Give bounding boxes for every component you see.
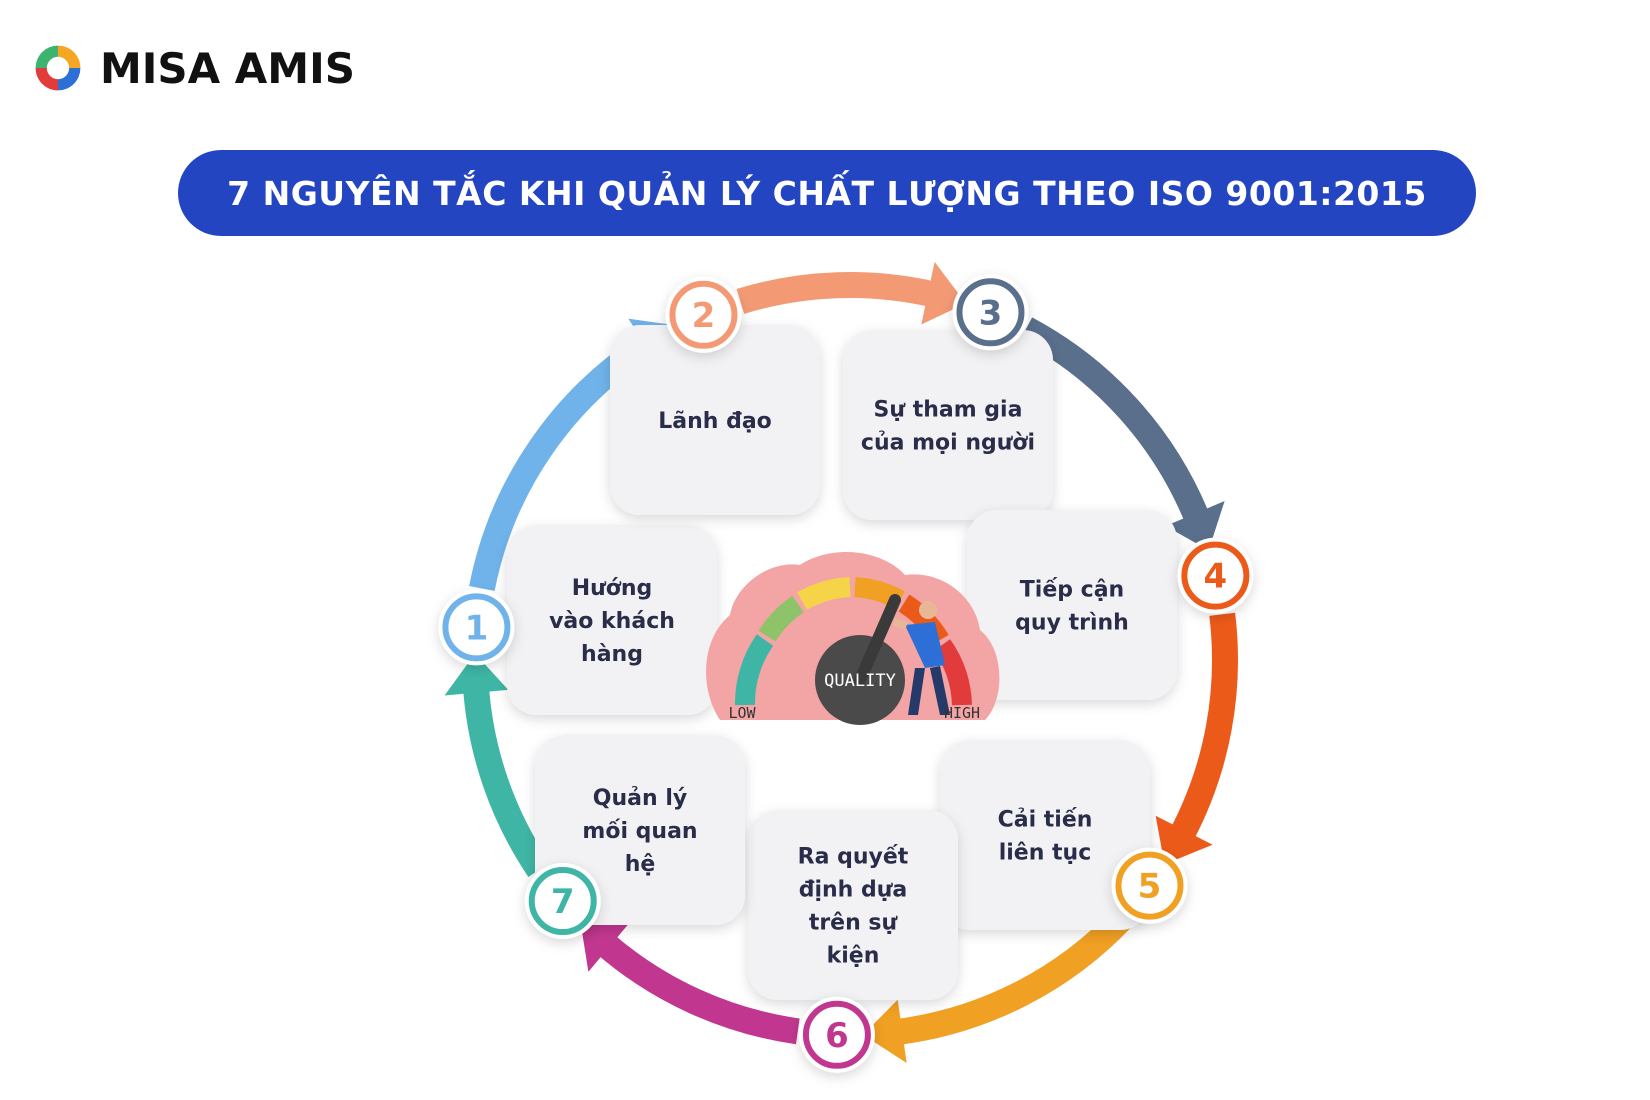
quality-label: QUALITY bbox=[824, 671, 896, 691]
principle-label-line: Hướng bbox=[572, 576, 653, 601]
ring-segment-5 bbox=[894, 906, 1134, 1046]
principle-card-5: Cải tiến liên tục bbox=[940, 740, 1150, 930]
ring-arrow-6 bbox=[580, 920, 630, 972]
number-badge-1: 1 bbox=[438, 589, 515, 666]
number-badge-2: 2 bbox=[665, 276, 742, 353]
badge-ring bbox=[669, 280, 738, 349]
principle-label-line: Sự tham gia bbox=[874, 398, 1023, 423]
principle-label-line: Cải tiến bbox=[998, 808, 1093, 833]
ring-arrow-7 bbox=[444, 653, 509, 696]
badge-ring bbox=[1115, 851, 1184, 920]
badge-number: 1 bbox=[465, 608, 489, 648]
ring-segment-4 bbox=[1169, 612, 1238, 843]
low-label: LOW bbox=[728, 704, 756, 722]
principle-card-6: Ra quyết định dựa trên sự kiện bbox=[748, 810, 958, 1000]
badge-ring bbox=[442, 593, 511, 662]
principle-label-line: quy trình bbox=[1015, 611, 1129, 636]
principle-card-2: Lãnh đạo bbox=[610, 325, 820, 515]
brand-logo: MISA AMIS bbox=[30, 38, 355, 98]
badge-number: 3 bbox=[979, 293, 1003, 333]
badge-ring bbox=[528, 867, 597, 936]
card-background bbox=[967, 510, 1177, 700]
gauge-needle bbox=[854, 594, 901, 686]
number-badges: 1 2 3 4 5 6 7 bbox=[438, 274, 1254, 1073]
principle-label-line: vào khách bbox=[549, 609, 675, 634]
principle-label-line: Ra quyết bbox=[798, 845, 909, 870]
ring-segment-2 bbox=[736, 272, 938, 314]
ring-segment-3 bbox=[1019, 317, 1210, 525]
ring-arrow-2 bbox=[921, 261, 966, 325]
principle-label-line: mối quan bbox=[582, 819, 697, 844]
badge-number: 7 bbox=[551, 882, 575, 922]
principle-label-line: Lãnh đạo bbox=[658, 409, 772, 434]
card-background bbox=[748, 810, 958, 1000]
brand-name: MISA AMIS bbox=[100, 43, 355, 93]
ring-arrow-5 bbox=[863, 999, 907, 1064]
principle-card-4: Tiếp cận quy trình bbox=[967, 510, 1177, 700]
high-label: HIGH bbox=[944, 704, 980, 722]
number-badge-4: 4 bbox=[1177, 537, 1254, 614]
number-badge-6: 6 bbox=[798, 996, 875, 1073]
principle-label-line: liên tục bbox=[999, 841, 1092, 866]
badge-ring bbox=[802, 1000, 871, 1069]
principle-label-line: kiện bbox=[827, 944, 880, 969]
principle-label-line: của mọi người bbox=[861, 431, 1035, 456]
card-background bbox=[940, 740, 1150, 930]
principle-cards: Hướng vào khách hàng Lãnh đạo Sự tham gia của… bbox=[507, 325, 1177, 1000]
badge-number: 5 bbox=[1138, 867, 1162, 907]
principle-label-line: Quản lý bbox=[593, 786, 687, 811]
badge-number: 4 bbox=[1204, 557, 1228, 597]
quality-gauge-illustration: QUALITY LOW HIGH bbox=[706, 552, 1000, 725]
badge-number: 2 bbox=[692, 296, 716, 336]
ring-arrow-4 bbox=[1155, 815, 1213, 865]
card-background bbox=[507, 525, 717, 715]
number-badge-5: 5 bbox=[1111, 847, 1188, 924]
title-banner: 7 NGUYÊN TẮC KHI QUẢN LÝ CHẤT LƯỢNG THEO… bbox=[178, 150, 1476, 236]
number-badge-3: 3 bbox=[952, 274, 1029, 351]
principle-label-line: trên sự bbox=[809, 911, 899, 936]
principle-card-1: Hướng vào khách hàng bbox=[507, 525, 717, 715]
badge-ring bbox=[1181, 541, 1250, 610]
card-background bbox=[843, 330, 1053, 520]
principle-label-line: hệ bbox=[625, 852, 656, 877]
gauge-arc bbox=[735, 577, 972, 706]
ring-segment-7 bbox=[462, 685, 550, 877]
ring-arrow-3 bbox=[1165, 500, 1225, 551]
card-background bbox=[610, 325, 820, 515]
principle-card-3: Sự tham gia của mọi người bbox=[843, 330, 1053, 520]
badge-ring bbox=[956, 278, 1025, 347]
misa-logo-icon bbox=[35, 45, 81, 91]
number-badge-7: 7 bbox=[524, 863, 601, 940]
person-figure bbox=[893, 601, 950, 715]
page-title: 7 NGUYÊN TẮC KHI QUẢN LÝ CHẤT LƯỢNG THEO… bbox=[227, 173, 1427, 213]
ring-segment-6 bbox=[595, 933, 800, 1045]
badge-number: 6 bbox=[825, 1016, 849, 1056]
principle-label-line: Tiếp cận bbox=[1020, 578, 1124, 603]
principle-label-line: định dựa bbox=[799, 878, 908, 903]
principle-label-line: hàng bbox=[581, 642, 643, 667]
